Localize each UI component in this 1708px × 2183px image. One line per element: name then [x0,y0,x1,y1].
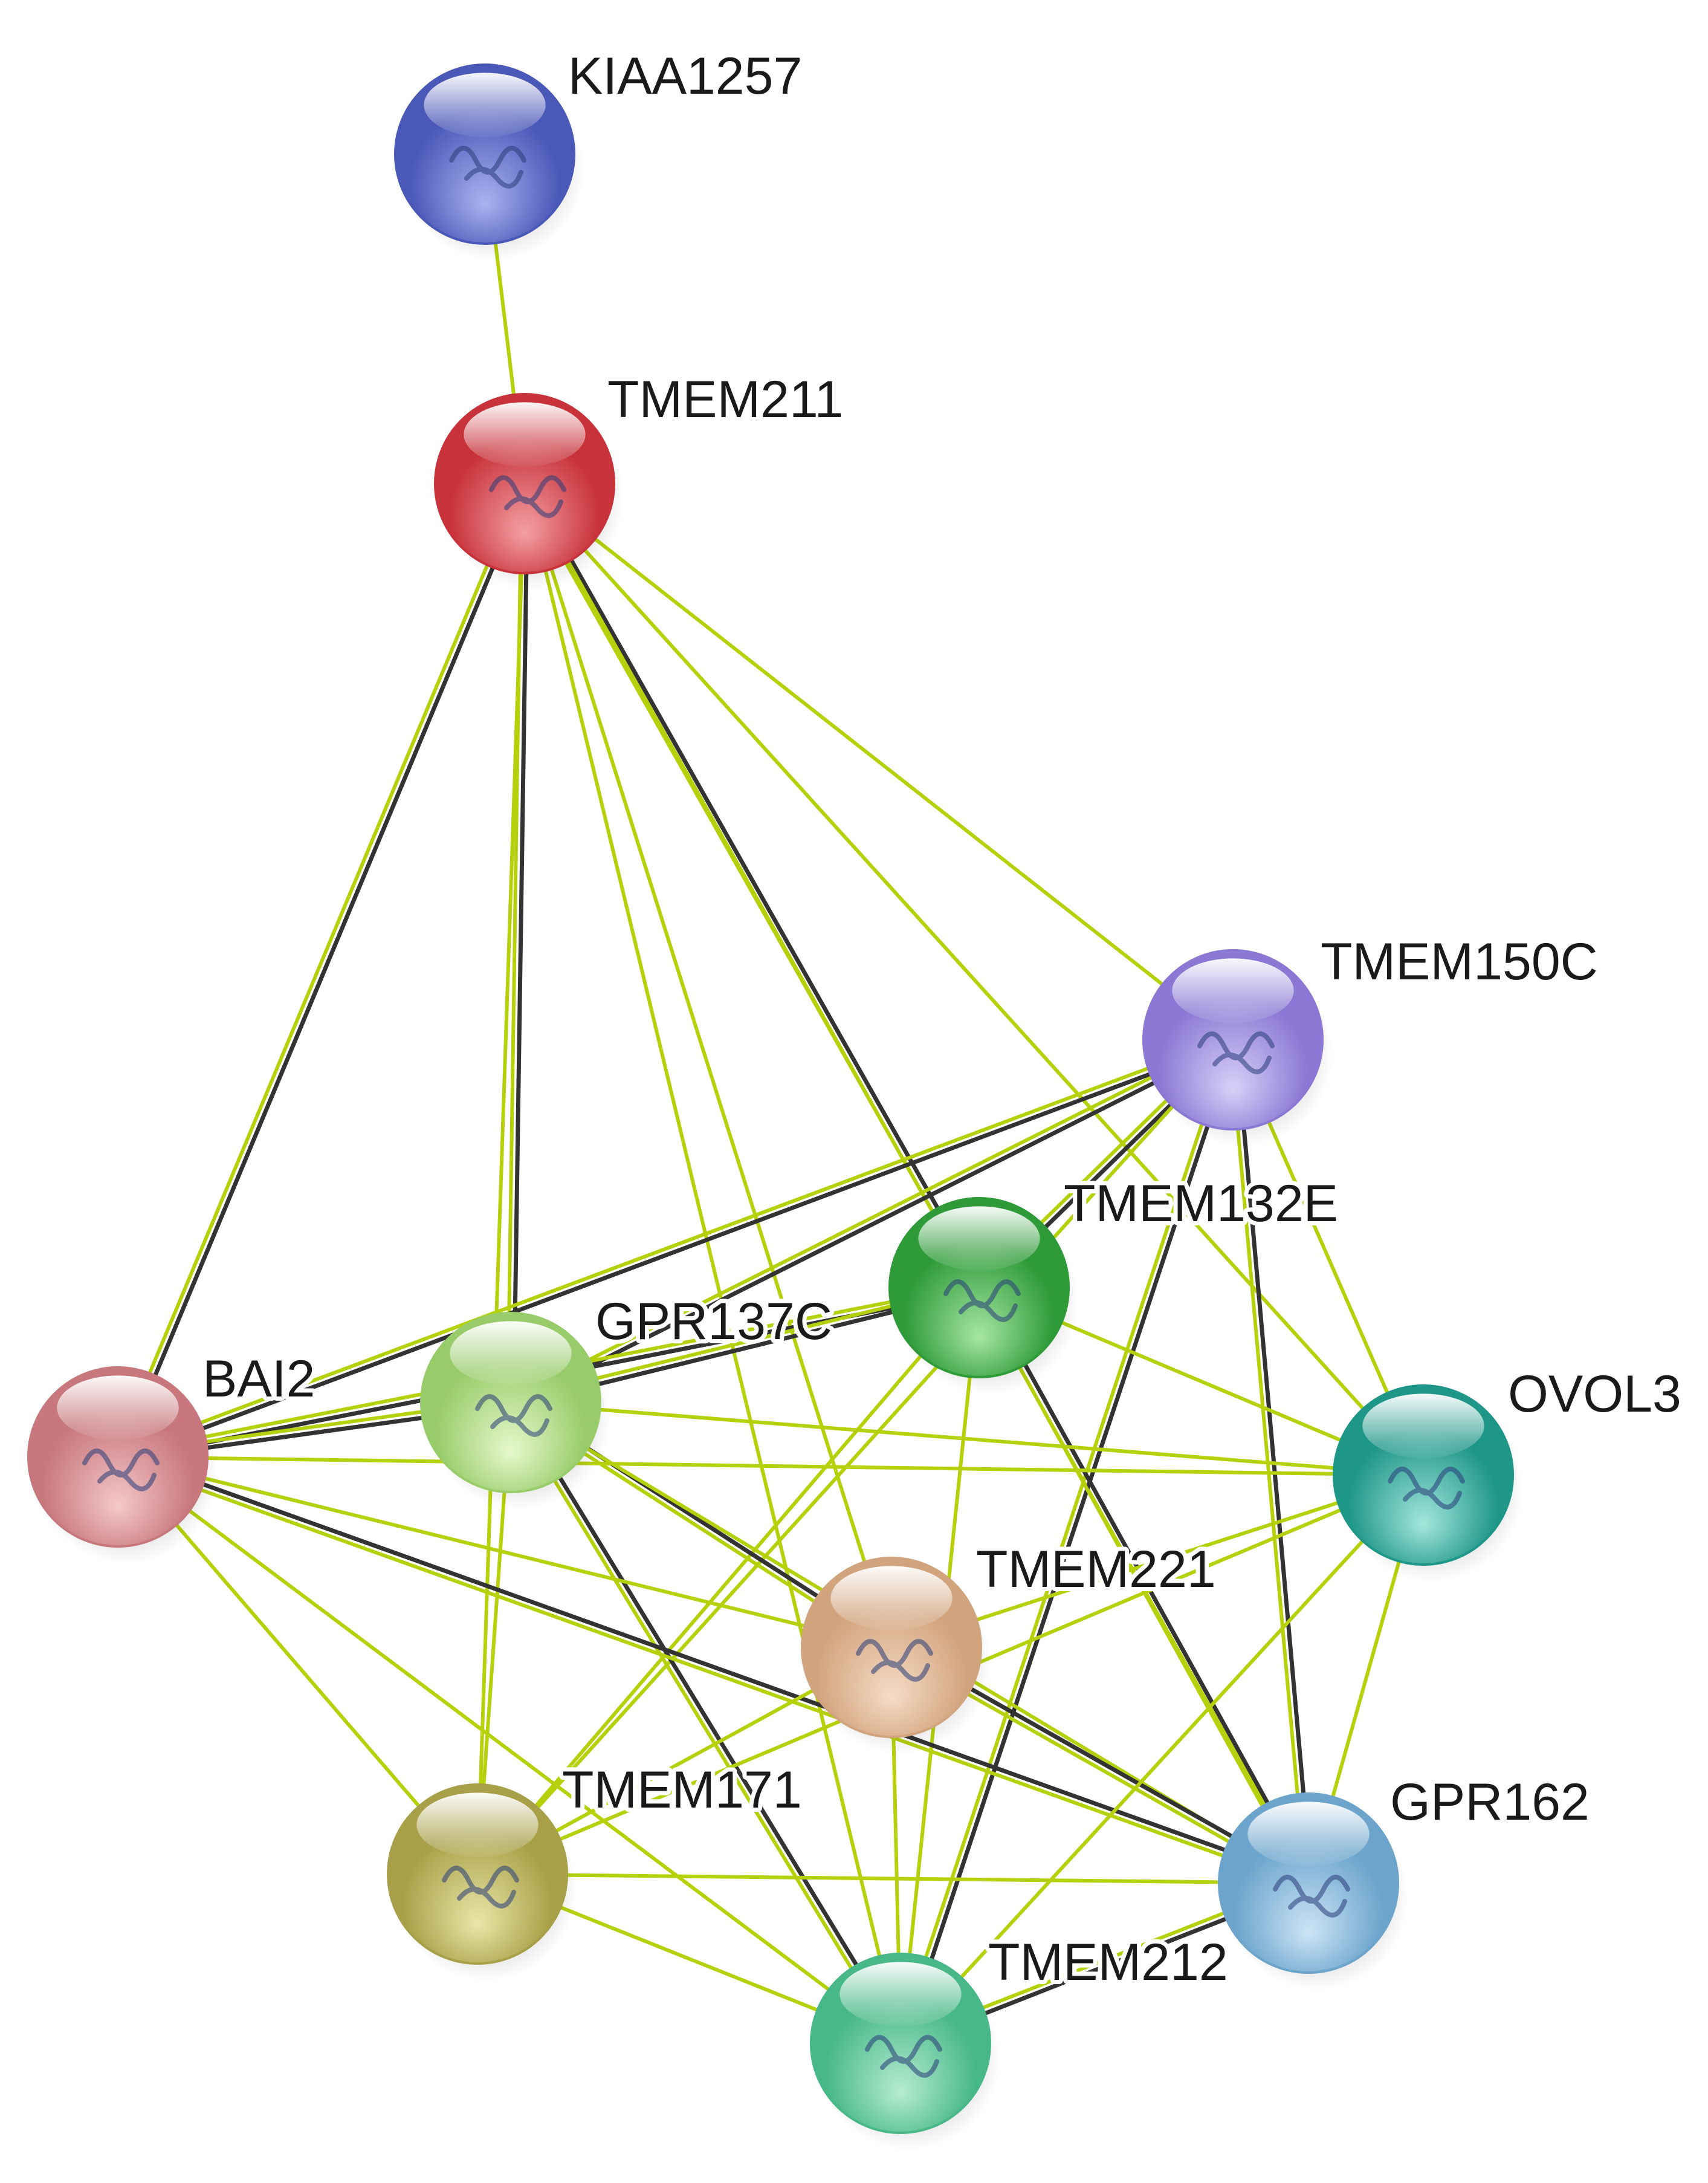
edge-tmem211-tmem171 [476,482,526,1876]
edge-strand-textmining [476,1872,1310,1885]
node-gloss-highlight [918,1206,1040,1271]
edge-strand-textmining [476,1286,981,1876]
protein-structure-icon [82,1448,160,1491]
node-gloss-highlight [450,1321,572,1386]
edge-strand-coexpression [901,1039,1238,2047]
edge-strand-textmining [507,1035,1234,1402]
edge-ovol3-tmem212 [899,1473,1425,2045]
node-gloss-highlight [416,1792,539,1857]
node-gloss-highlight [1362,1393,1484,1458]
edge-strand-textmining [899,1473,1425,2045]
node-tmem171[interactable] [387,1783,578,1982]
protein-structure-icon [449,146,526,189]
edge-bai2-ovol3 [116,1455,1425,1477]
node-gpr137c[interactable] [420,1312,611,1510]
edge-bai2-tmem221 [116,1455,893,1649]
node-label-tmem132e: TMEM132E [1064,1175,1338,1233]
edge-strand-textmining [506,1402,900,2047]
nodes-layer [27,63,1524,2151]
node-gloss-highlight [57,1375,179,1440]
edge-tmem211-tmem150c [523,482,1235,1042]
node-label-tmem212: TMEM212 [988,1933,1228,1991]
edge-strand-textmining [509,1401,1425,1477]
node-gpr162[interactable] [1218,1792,1409,1991]
edge-tmem211-tmem221 [523,482,893,1649]
edge-strand-textmining [116,1455,893,1649]
edge-tmem132e-tmem171 [476,1286,981,1876]
edge-strand-coexpression [117,1452,1312,1883]
edge-tmem211-bai2 [113,481,530,1461]
node-label-gpr137c: GPR137C [595,1293,832,1351]
protein-structure-icon [943,1279,1021,1322]
protein-structure-icon [1273,1875,1350,1918]
protein-structure-icon [442,1866,519,1909]
node-ovol3[interactable] [1333,1384,1524,1583]
node-label-ovol3: OVOL3 [1508,1365,1681,1423]
edge-tmem150c-bai2 [115,1035,1237,1462]
node-gloss-highlight [424,73,546,137]
edge-gpr162-tmem171 [476,1872,1310,1885]
node-label-kiaa1257: KIAA1257 [568,47,802,105]
edge-strand-textmining [523,482,1235,1042]
node-gloss-highlight [464,402,586,467]
node-tmem150c[interactable] [1142,949,1333,1147]
edge-strand-textmining [116,1455,902,2045]
edge-strand-textmining [896,1037,1232,2045]
protein-structure-icon [489,475,566,518]
edge-strand-textmining [115,1035,1234,1456]
edge-strand-textmining [523,482,893,1649]
node-label-tmem171: TMEM171 [562,1761,802,1819]
edge-strand-coexpression [525,480,984,1289]
node-kiaa1257[interactable] [394,63,585,262]
edge-strand-textmining [113,481,524,1458]
edge-strand-coexpression [1234,1037,1314,1886]
node-label-tmem221: TMEM221 [976,1540,1216,1598]
protein-structure-icon [865,2035,942,2078]
edge-strand-textmining [116,1455,1425,1477]
edge-strand-coexpression [118,482,530,1461]
node-tmem212[interactable] [810,1953,1001,2151]
edge-strand-textmining [974,1287,1308,1887]
edge-bai2-gpr162 [115,1452,1312,1888]
edge-gpr137c-ovol3 [509,1401,1425,1477]
node-gloss-highlight [1172,958,1294,1023]
edge-tmem150c-gpr137c [507,1035,1237,1407]
edge-tmem150c-tmem171 [476,1038,1235,1876]
edge-bai2-tmem212 [116,1455,902,2045]
edge-strand-textmining [476,1038,1235,1876]
edge-tmem211-tmem212 [523,482,902,2045]
edge-strand-textmining [476,482,526,1876]
node-label-gpr162: GPR162 [1390,1773,1590,1831]
node-label-bai2: BAI2 [202,1350,315,1408]
edge-strand-coexpression [509,1040,1237,1407]
edge-tmem211-ovol3 [523,482,1425,1477]
node-tmem221[interactable] [801,1557,992,1755]
edge-strand-coexpression [511,1398,905,2044]
edge-strand-textmining [523,482,902,2045]
protein-structure-icon [1388,1467,1465,1510]
node-tmem132e[interactable] [888,1197,1079,1395]
node-label-tmem211: TMEM211 [607,371,843,429]
protein-structure-icon [475,1394,552,1437]
edge-strand-textmining [523,482,1425,1477]
edge-gpr137c-tmem212 [506,1398,905,2047]
edge-strand-coexpression [117,1040,1237,1462]
node-gloss-highlight [839,1962,962,2026]
node-label-tmem150c: TMEM150C [1321,933,1598,991]
protein-structure-icon [856,1639,933,1682]
edge-strand-coexpression [511,481,530,1405]
node-gloss-highlight [830,1566,953,1630]
edges-layer [113,152,1425,2049]
edge-tmem132e-gpr162 [974,1284,1313,1887]
edge-strand-coexpression [979,1284,1313,1884]
protein-structure-icon [1197,1031,1275,1074]
node-tmem211[interactable] [434,393,625,591]
edge-tmem150c-tmem212 [896,1037,1238,2047]
node-bai2[interactable] [27,1366,218,1565]
node-gloss-highlight [1247,1802,1370,1866]
